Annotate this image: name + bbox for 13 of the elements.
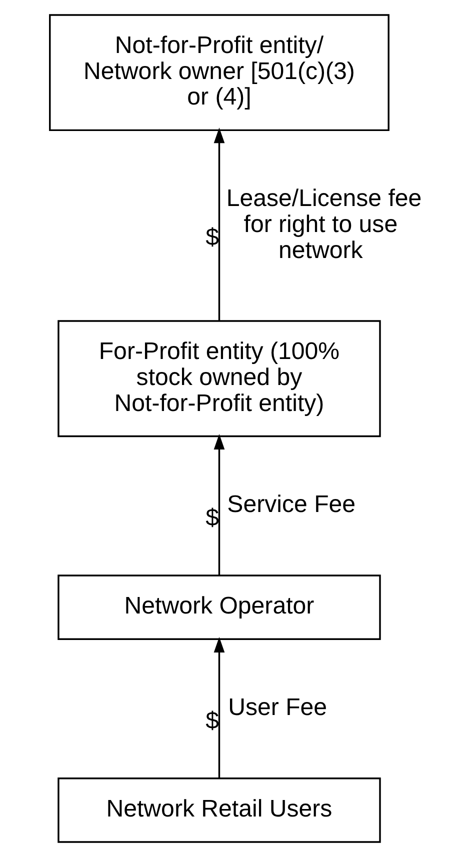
- node-box: Network Retail Users: [58, 778, 381, 843]
- label: $: [206, 707, 220, 734]
- arrow: [214, 128, 225, 321]
- label: $: [206, 224, 220, 251]
- edge-label: Lease/License fee for right to use network: [226, 185, 422, 264]
- node-box: Network Operator: [58, 574, 381, 640]
- edge-label: User Fee: [228, 694, 328, 722]
- node-box: Not-for-Profit entity/ Network owner [501(c)(3) or (4)]: [49, 14, 390, 132]
- arrow: [214, 434, 225, 576]
- node-box: For-Profit entity (100% stock owned by Not-for-Profit entity): [58, 320, 381, 438]
- label: $: [206, 504, 220, 532]
- arrow: [214, 637, 225, 778]
- edge-label: Service Fee: [227, 491, 356, 518]
